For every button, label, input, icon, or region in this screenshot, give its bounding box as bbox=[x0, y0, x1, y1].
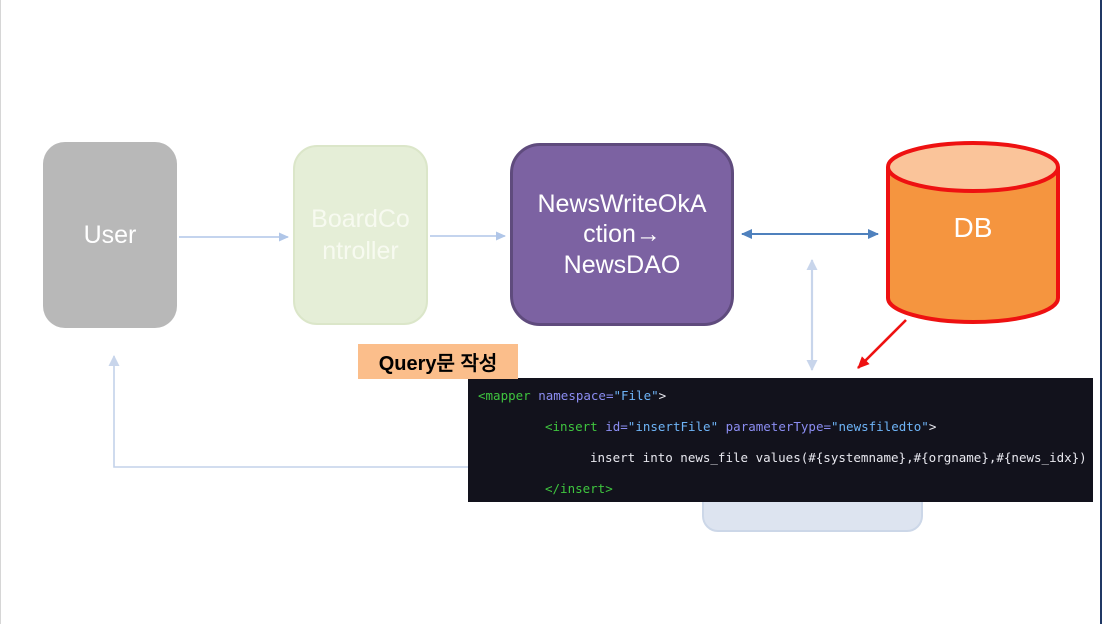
code-token: "insertFile" bbox=[627, 419, 719, 434]
node-news-action-dao-line3: NewsDAO bbox=[563, 250, 681, 279]
code-token: "newsfiledto" bbox=[831, 419, 929, 434]
node-board-controller: BoardCo ntroller bbox=[293, 145, 428, 325]
code-line: <mapper namespace="File"> bbox=[468, 380, 1093, 411]
code-token: > bbox=[928, 419, 937, 434]
code-line: insert into news_file values(#{systemnam… bbox=[468, 442, 1093, 473]
code-line: <insert id="insertFile" parameterType="n… bbox=[468, 411, 1093, 442]
code-token bbox=[718, 419, 726, 434]
code-token: parameterType= bbox=[725, 419, 831, 434]
node-board-controller-line2: ntroller bbox=[322, 237, 399, 265]
code-token: </insert> bbox=[545, 481, 613, 496]
code-line: </insert> bbox=[468, 473, 1093, 504]
slide-left-border bbox=[0, 0, 1, 624]
node-news-action-dao-line2: ction→ bbox=[583, 220, 661, 249]
code-token: "File" bbox=[613, 388, 659, 403]
code-token: insert into news_file values(#{systemnam… bbox=[590, 450, 1087, 465]
code-block: <mapper namespace="File"> <insert id="in… bbox=[468, 378, 1093, 502]
node-news-action-dao: NewsWriteOkA ction→ NewsDAO bbox=[510, 143, 734, 326]
db-cylinder-icon bbox=[886, 141, 1060, 324]
node-user-label: User bbox=[83, 220, 137, 249]
arrow-db-to-query-red bbox=[857, 319, 907, 369]
arrow-return-to-user bbox=[108, 355, 468, 468]
node-user: User bbox=[43, 142, 177, 328]
query-callout-label: Query문 작성 bbox=[358, 344, 518, 379]
code-token: <insert bbox=[545, 419, 606, 434]
query-callout-text: Query문 작성 bbox=[378, 353, 498, 375]
node-board-controller-line1: BoardCo bbox=[311, 204, 410, 233]
code-token: namespace= bbox=[538, 388, 614, 403]
code-token: id= bbox=[605, 419, 628, 434]
node-db: DB bbox=[884, 140, 1062, 325]
code-token: > bbox=[658, 388, 667, 403]
slide-right-border bbox=[1100, 0, 1102, 624]
node-db-label: DB bbox=[953, 212, 993, 243]
code-token: <mapper bbox=[478, 388, 539, 403]
node-news-action-dao-line1: NewsWriteOkA bbox=[537, 189, 707, 218]
